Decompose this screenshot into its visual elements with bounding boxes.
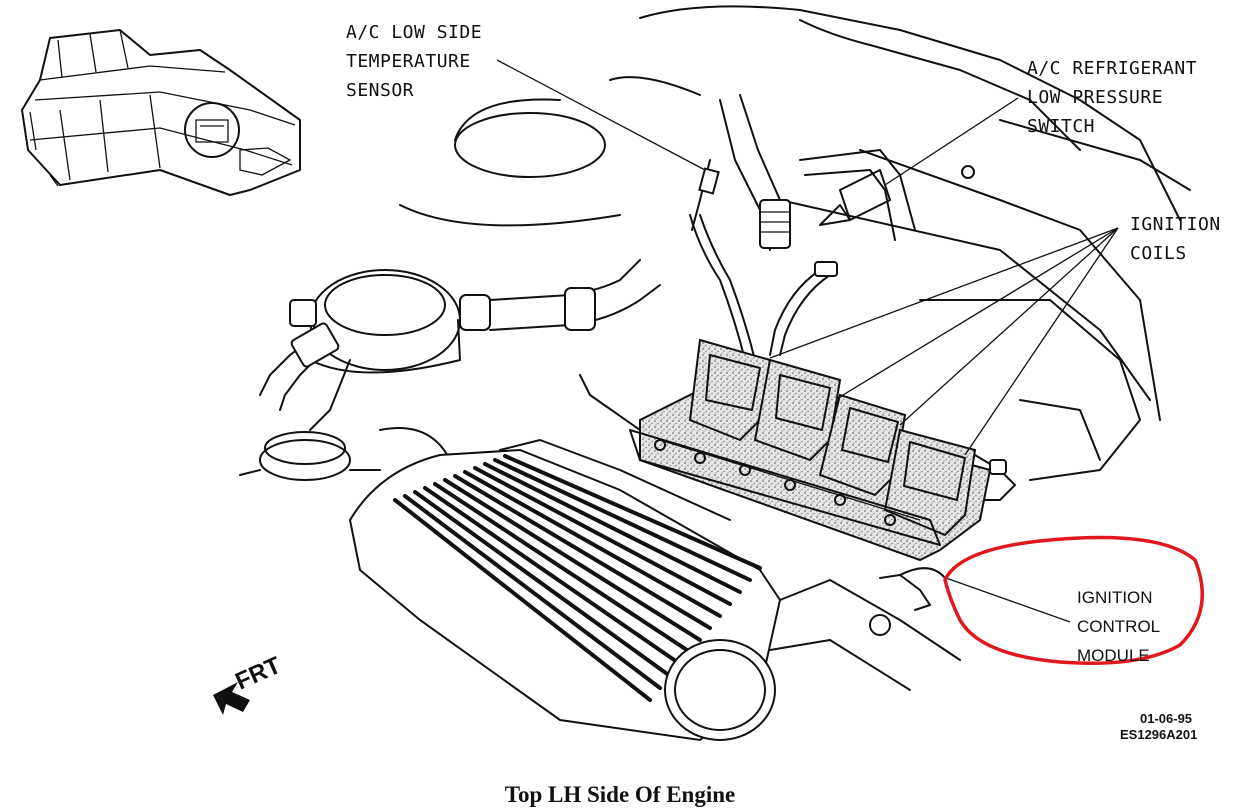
figure-date: 01-06-95	[1140, 711, 1192, 726]
vehicle-locator-thumbnail	[21, 29, 301, 196]
ac-low-side-sensor-label: A/C LOW SIDE TEMPERATURE SENSOR	[346, 22, 493, 101]
front-direction-indicator: FRT	[213, 652, 285, 715]
plenum-rib	[473, 466, 732, 606]
ignition-coil-3	[818, 393, 907, 497]
air-cleaner-rim	[454, 98, 561, 141]
ac-temperature-sensor	[689, 159, 838, 361]
module-highlight-circle	[943, 535, 1204, 665]
ac-lines	[719, 94, 975, 251]
air-cleaner-edge	[399, 204, 621, 227]
plenum-rib	[413, 490, 672, 678]
ignition-control-module-bracket	[879, 574, 931, 611]
front-label: FRT	[231, 652, 285, 696]
leader-lines	[496, 59, 1119, 623]
air-cleaner-cover	[454, 112, 606, 178]
figure-id: ES1296A201	[1120, 727, 1197, 742]
ignition-coils-label: IGNITION COILS	[1130, 214, 1232, 264]
vacuum-canister	[259, 259, 661, 431]
plenum-rib	[493, 458, 752, 582]
ac-pressure-switch-label: A/C REFRIGERANT LOW PRESSURE SWITCH	[1027, 58, 1208, 137]
intake-plenum	[348, 439, 961, 742]
plenum-rib	[443, 478, 702, 642]
ignition-module-label: IGNITION CONTROL MODULE	[1077, 588, 1164, 665]
front-arrow-icon	[213, 682, 250, 715]
figure-caption: Top LH Side Of Engine	[505, 782, 736, 807]
plenum-rib	[433, 482, 692, 654]
plenum-rib	[423, 486, 682, 666]
plenum-rib	[453, 474, 712, 630]
plenum-rib	[463, 470, 722, 618]
body-outline	[609, 5, 1191, 481]
ignition-coil-pack	[579, 338, 1016, 611]
ac-port-cap	[961, 165, 975, 179]
plenum-rib	[403, 494, 662, 690]
ac-pressure-switch-body	[839, 169, 891, 221]
plenum-rib	[483, 462, 742, 594]
plenum-rib	[393, 498, 652, 702]
plenum-rib	[503, 454, 762, 570]
